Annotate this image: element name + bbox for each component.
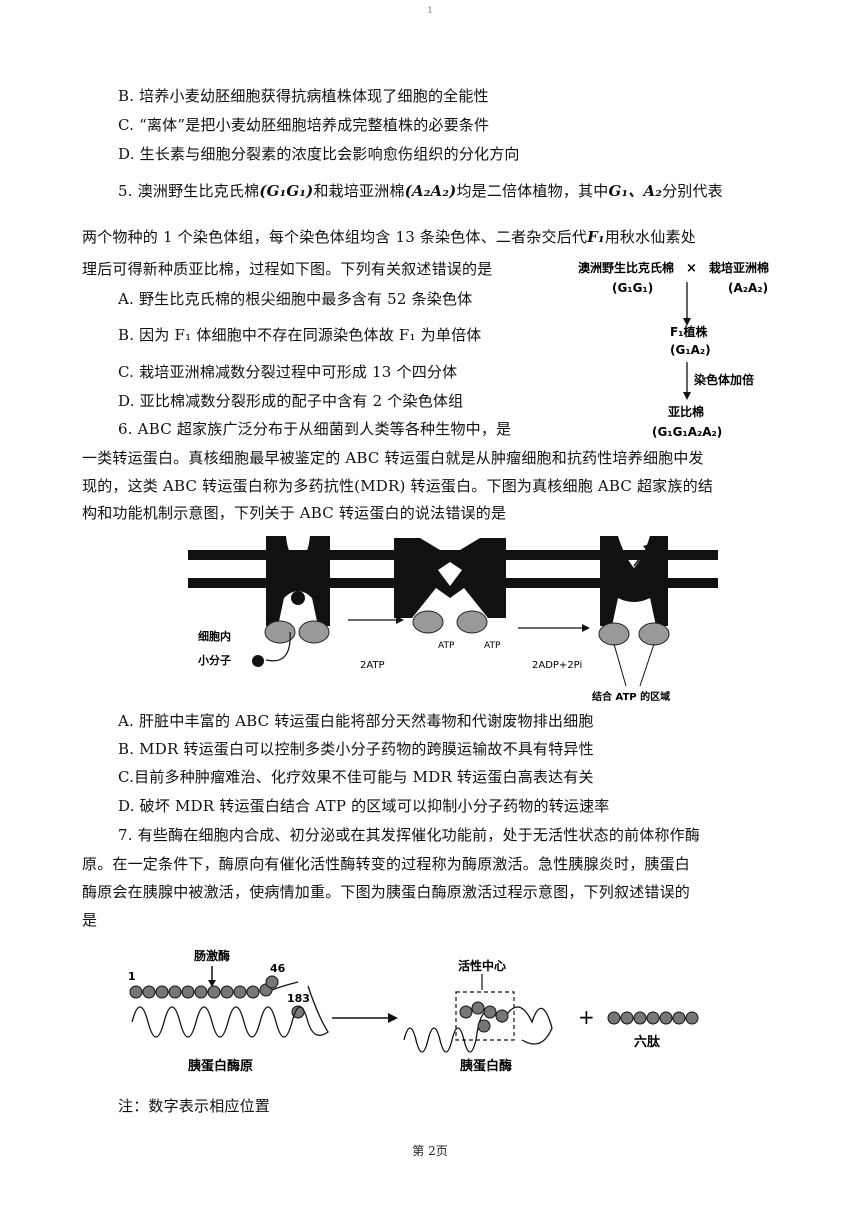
q5-stem-text: 两个物种的 1 个染色体组，每个染色体组均含 13 条染色体、二者杂交后代 bbox=[82, 228, 588, 246]
q5-stem-line1: 5. 澳洲野生比克氏棉(G₁G₁)和栽培亚洲棉(A₂A₂)均是二倍体植物，其中G… bbox=[118, 181, 723, 201]
genome-a2a2: (A₂A₂) bbox=[404, 182, 457, 200]
q7-stem-line1: 7. 有些酶在细胞内合成、初分泌或在其发挥催化功能前，处于无活性状态的前体称作酶 bbox=[118, 826, 701, 844]
proenzyme-label: 胰蛋白酶原 bbox=[188, 1058, 253, 1074]
enzyme-label: 胰蛋白酶 bbox=[460, 1058, 512, 1074]
transporter-1-closed bbox=[266, 536, 330, 626]
q5-stem-line2: 两个物种的 1 个染色体组，每个染色体组均含 13 条染色体、二者杂交后代F₁用… bbox=[82, 227, 696, 247]
proenzyme-chain-line bbox=[271, 981, 299, 991]
q5-stem-text: 均是二倍体植物，其中 bbox=[456, 182, 609, 200]
atp-site-3b bbox=[638, 622, 670, 646]
atp-site-2b bbox=[456, 610, 488, 634]
q6-stem-line2: 一类转运蛋白。真核细胞最早被鉴定的 ABC 转运蛋白就是从肿瘤细胞和抗药性培养细… bbox=[82, 449, 704, 467]
parent2-genome: (A₂A₂) bbox=[728, 281, 768, 295]
small-molecule-bound bbox=[291, 591, 305, 605]
q5-option-b: B. 因为 F₁ 体细胞中不存在同源染色体故 F₁ 为单倍体 bbox=[118, 326, 482, 344]
page-footer: 第 2页 bbox=[412, 1144, 448, 1158]
cleavage-arrow-head bbox=[208, 980, 216, 987]
state-arrow-2-head bbox=[582, 624, 590, 632]
q4-option-c: C. “离体”是把小麦幼胚细胞培养成完整植株的必要条件 bbox=[118, 116, 490, 134]
q5-option-a: A. 野生比克氏棉的根尖细胞中最多含有 52 条染色体 bbox=[118, 290, 473, 308]
q6-option-b: B. MDR 转运蛋白可以控制多类小分子药物的跨膜运输故不具有特异性 bbox=[118, 740, 594, 758]
atp-label-2: ATP bbox=[484, 641, 501, 651]
q6-stem-line1: 6. ABC 超家族广泛分布于从细菌到人类等各种生物中，是 bbox=[118, 420, 512, 438]
parent1-genome: (G₁G₁) bbox=[612, 281, 653, 295]
q6-stem-line4: 构和功能机制示意图，下列关于 ABC 转运蛋白的说法错误的是 bbox=[82, 504, 507, 522]
small-molecule-path bbox=[265, 631, 291, 662]
page-mark: 1 bbox=[427, 6, 433, 15]
q5-option-d: D. 亚比棉减数分裂形成的配子中含有 2 个染色体组 bbox=[118, 392, 464, 410]
enzyme-helix bbox=[403, 1006, 553, 1053]
proenzyme-helix bbox=[131, 985, 329, 1038]
q5-stem-text: 5. 澳洲野生比克氏棉 bbox=[118, 182, 260, 200]
q4-option-b: B. 培养小麦幼胚细胞获得抗病植株体现了细胞的全能性 bbox=[118, 87, 489, 105]
f1-label: F₁植株 bbox=[670, 324, 708, 339]
f1-genome: (G₁A₂) bbox=[670, 343, 711, 357]
doubling-arrow-head bbox=[683, 392, 691, 400]
q4-option-d: D. 生长素与细胞分裂素的浓度比会影响愈伤组织的分化方向 bbox=[118, 145, 520, 163]
q5-stem-text: 用秋水仙素处 bbox=[604, 228, 696, 246]
abc-transporter-diagram: ATP ATP 细胞内 小分子 2ATP 2ADP+2Pi 结合 ATP 的区域 bbox=[188, 536, 718, 703]
small-molecule-released bbox=[650, 540, 662, 552]
parent2-label: 栽培亚洲棉 bbox=[709, 260, 769, 275]
product-genome: (G₁G₁A₂A₂) bbox=[652, 425, 722, 439]
atp-site-1a bbox=[264, 620, 296, 644]
genome-g1g1: (G₁G₁) bbox=[259, 182, 314, 200]
atp-site-1b bbox=[298, 620, 330, 644]
residue-46 bbox=[265, 975, 279, 989]
q7-stem-line2: 原。在一定条件下，酶原向有催化活性酶转变的过程称为酶原激活。急性胰腺炎时，胰蛋白 bbox=[82, 855, 691, 873]
plus-sign: + bbox=[578, 1005, 595, 1029]
q6-stem-line3: 现的，这类 ABC 转运蛋白称为多药抗性(MDR) 转运蛋白。下图为真核细胞 A… bbox=[82, 477, 714, 495]
q6-option-a: A. 肝脏中丰富的 ABC 转运蛋白能将部分天然毒物和代谢废物排出细胞 bbox=[118, 712, 594, 730]
hexapeptide-beads bbox=[607, 1011, 699, 1025]
enterokinase-label: 肠激酶 bbox=[194, 948, 230, 963]
active-center-label: 活性中心 bbox=[458, 958, 506, 973]
position-46-label: 46 bbox=[270, 962, 286, 975]
f1-symbol: F₁ bbox=[587, 228, 605, 246]
state-arrow-1-head bbox=[396, 616, 404, 624]
cross-arrow-head bbox=[683, 318, 691, 326]
position-183-label: 183 bbox=[287, 992, 310, 1005]
binding-pointer-2 bbox=[639, 643, 655, 687]
binding-pointer-1 bbox=[613, 643, 627, 687]
q5-stem-line3: 理后可得新种质亚比棉，过程如下图。下列有关叙述错误的是 bbox=[82, 260, 493, 278]
cotton-breeding-diagram: 澳洲野生比克氏棉 × 栽培亚洲棉 (G₁G₁) (A₂A₂) F₁植株 (G₁A… bbox=[578, 260, 769, 439]
parent1-label: 澳洲野生比克氏棉 bbox=[578, 260, 674, 275]
proenzyme-bead-chain bbox=[129, 983, 273, 999]
q7-stem-line4: 是 bbox=[82, 911, 98, 929]
q6-option-c: C.目前多种肿瘤难治、化疗效果不佳可能与 MDR 转运蛋白高表达有关 bbox=[118, 768, 594, 786]
binding-region-label: 结合 ATP 的区域 bbox=[592, 690, 670, 703]
atp-label-1: ATP bbox=[438, 641, 455, 651]
doubling-step-label: 染色体加倍 bbox=[693, 372, 754, 387]
q6-option-d: D. 破坏 MDR 转运蛋白结合 ATP 的区域可以抑制小分子药物的转运速率 bbox=[118, 797, 610, 815]
genome-symbols: G₁、A₂ bbox=[608, 182, 663, 200]
release-arrow bbox=[633, 549, 647, 567]
atp-site-3a bbox=[598, 622, 630, 646]
atp-input-label: 2ATP bbox=[360, 660, 385, 671]
q5-stem-text: 和栽培亚洲棉 bbox=[313, 182, 405, 200]
enzyme-bead-cluster bbox=[459, 1001, 509, 1033]
position-1-label: 1 bbox=[128, 970, 136, 983]
cross-symbol: × bbox=[686, 261, 697, 276]
release-arrow-head bbox=[643, 544, 650, 553]
activation-arrow-head bbox=[388, 1013, 398, 1023]
q7-note: 注：数字表示相应位置 bbox=[118, 1097, 271, 1115]
active-center-box bbox=[455, 991, 515, 1041]
hexapeptide-label: 六肽 bbox=[634, 1034, 661, 1050]
trypsinogen-activation-diagram: 肠激酶 1 46 183 胰蛋白酶原 活性中心 胰蛋白酶 + 六肽 bbox=[128, 948, 699, 1074]
product-label: 亚比棉 bbox=[668, 404, 704, 419]
transporter-2-channel bbox=[438, 562, 462, 586]
adp-output-label: 2ADP+2Pi bbox=[532, 660, 582, 671]
q5-option-c: C. 栽培亚洲棉减数分裂过程中可形成 13 个四分体 bbox=[118, 363, 458, 381]
q5-stem-text: 分别代表 bbox=[662, 182, 723, 200]
small-molecule-label: 小分子 bbox=[197, 653, 231, 667]
small-molecule-free bbox=[252, 655, 264, 667]
q7-stem-line3: 酶原会在胰腺中被激活，使病情加重。下图为胰蛋白酶原激活过程示意图，下列叙述错误的 bbox=[82, 883, 691, 901]
inside-cell-label: 细胞内 bbox=[198, 629, 231, 643]
atp-site-2a bbox=[412, 610, 444, 634]
transporter-3-open-up bbox=[600, 536, 668, 626]
